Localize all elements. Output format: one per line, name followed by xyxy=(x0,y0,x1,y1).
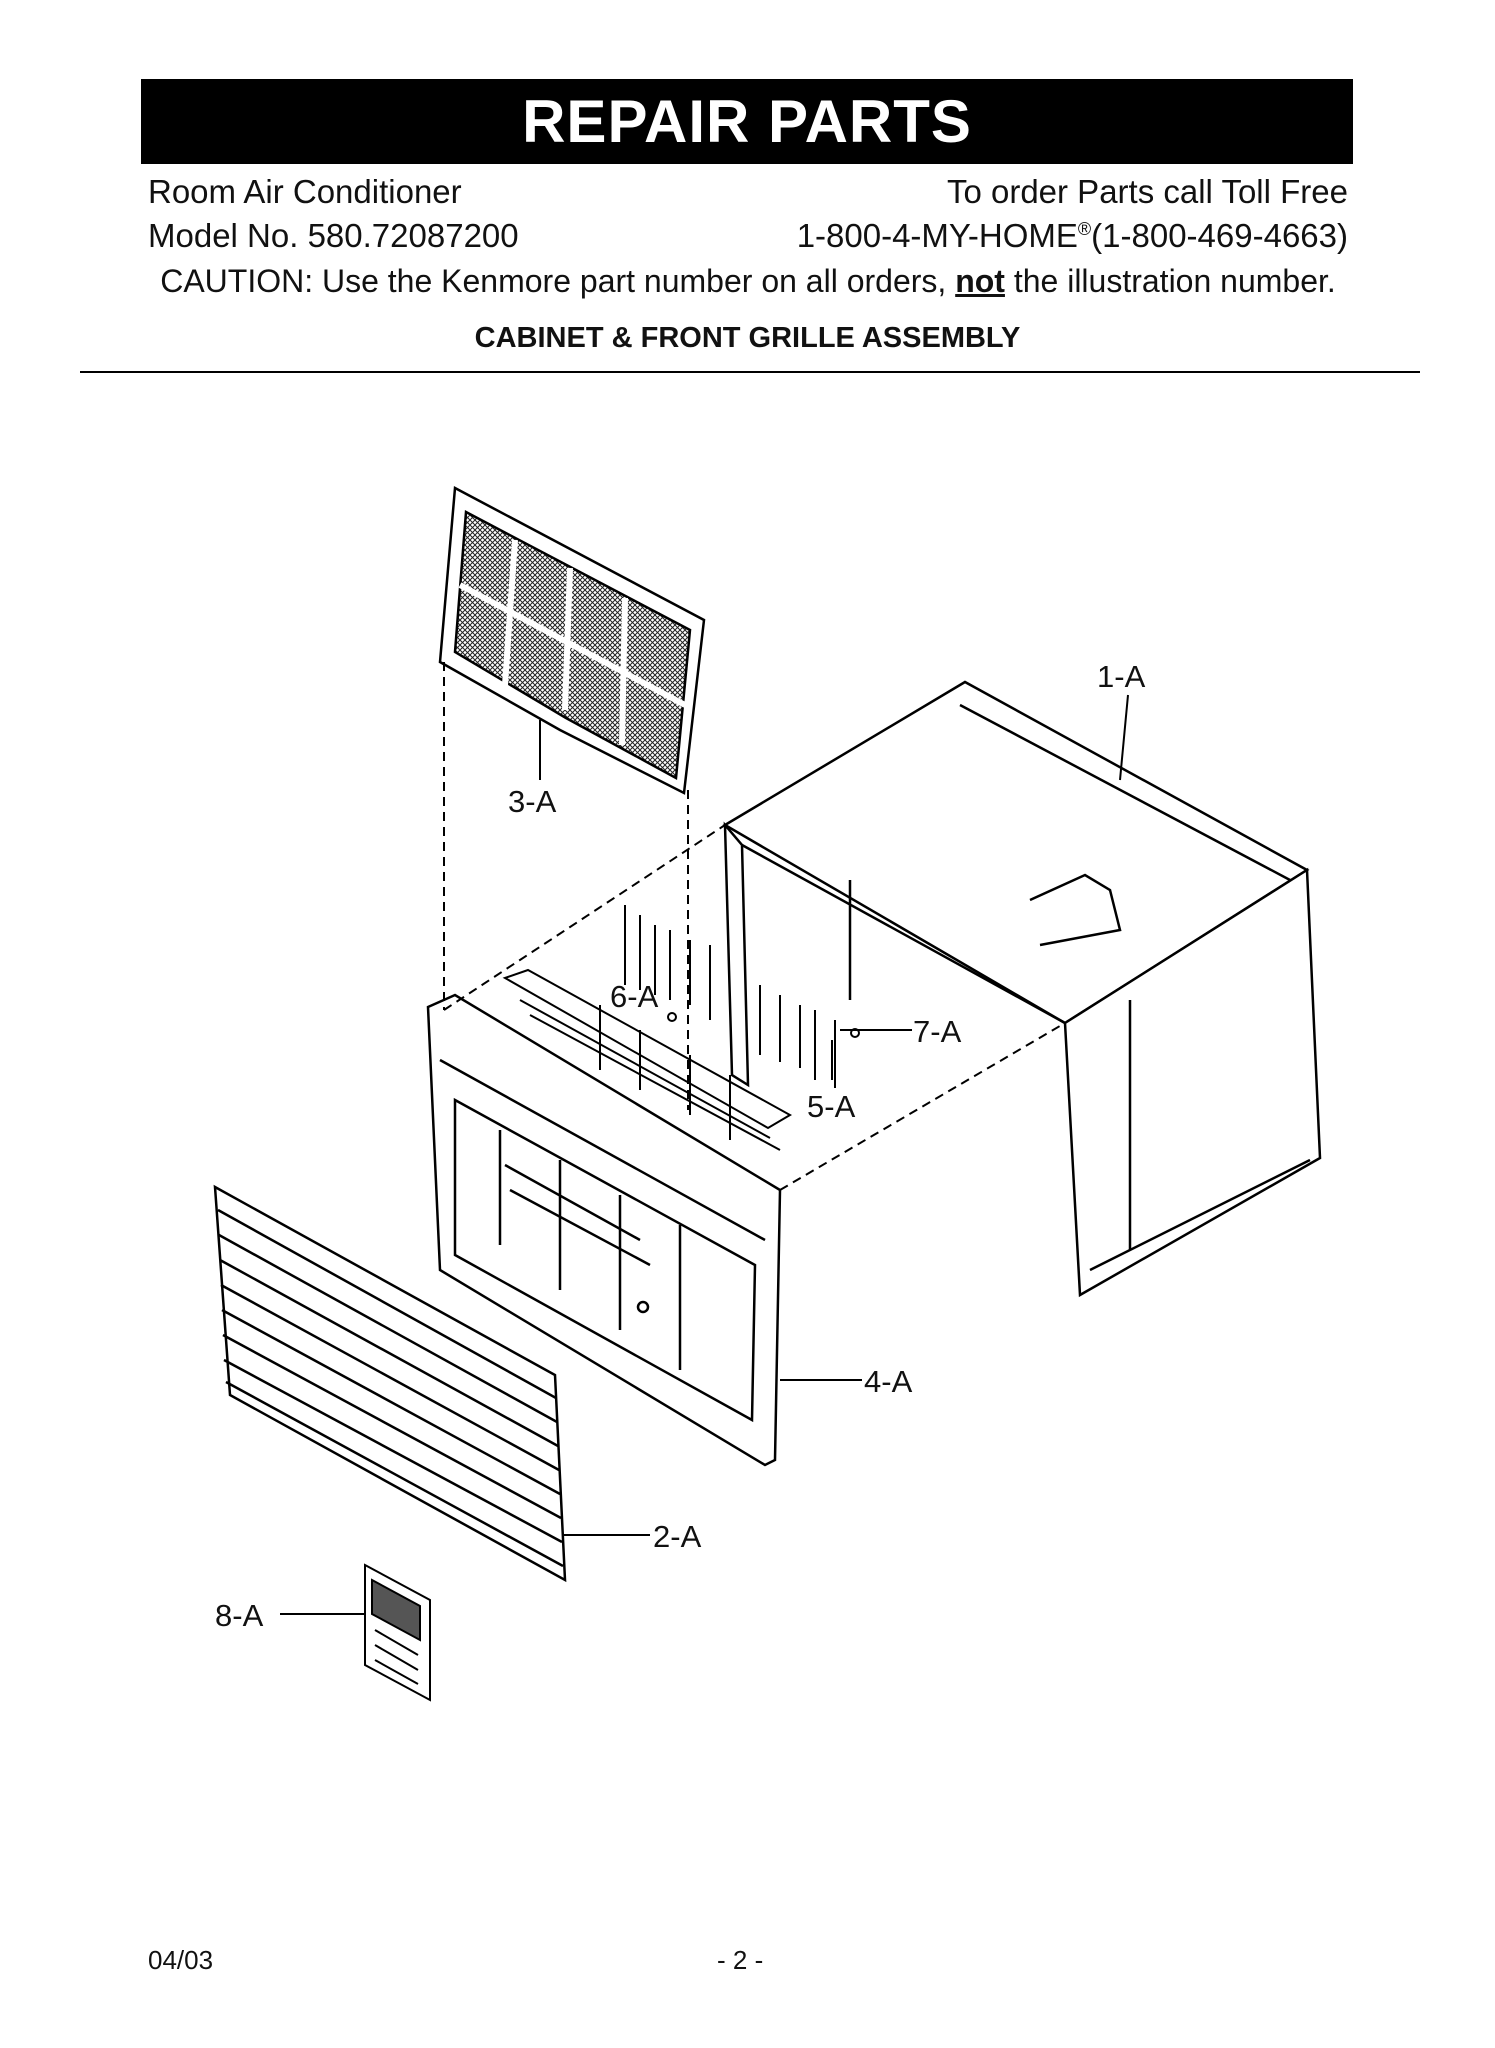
caution-text: CAUTION: Use the Kenmore part number on … xyxy=(148,263,1348,300)
cabinet xyxy=(722,680,1322,1298)
phone-prefix: 1-800-4-MY-HOME xyxy=(796,217,1078,254)
caution-emphasis: not xyxy=(955,263,1005,299)
product-name: Room Air Conditioner xyxy=(148,173,462,210)
phone-suffix: (1-800-469-4663) xyxy=(1091,217,1348,254)
caution-before: CAUTION: Use the Kenmore part number on … xyxy=(160,263,956,299)
callout-7a: 7-A xyxy=(913,1014,962,1049)
caution-after: the illustration number. xyxy=(1004,263,1336,299)
callout-4a: 4-A xyxy=(864,1364,913,1399)
callout-8a: 8-A xyxy=(215,1598,264,1633)
footer-date: 04/03 xyxy=(148,1945,214,1975)
callout-1a: 1-A xyxy=(1097,659,1146,694)
callout-2a: 2-A xyxy=(653,1519,702,1554)
air-filter xyxy=(438,486,706,795)
order-text: To order Parts call Toll Free xyxy=(946,173,1348,210)
model-number: Model No. 580.72087200 xyxy=(148,217,519,254)
page-banner-title: REPAIR PARTS xyxy=(141,79,1353,164)
front-panel xyxy=(426,993,782,1467)
front-grille xyxy=(213,1184,567,1583)
alignment-guides xyxy=(443,662,1066,1191)
callout-6a: 6-A xyxy=(610,979,659,1014)
callout-leaders xyxy=(280,694,1129,1615)
registered-mark: ® xyxy=(1077,219,1092,239)
divider xyxy=(80,371,1420,373)
mounting-brackets xyxy=(624,905,860,1088)
callout-5a: 5-A xyxy=(807,1089,856,1124)
footer-page-number: - 2 - xyxy=(717,1945,764,1975)
section-title: CABINET & FRONT GRILLE ASSEMBLY xyxy=(474,322,1021,354)
louver-assembly xyxy=(502,968,793,1151)
instruction-label-card xyxy=(364,1563,431,1702)
phone-number: 1-800-4-MY-HOME®(1-800-469-4663) xyxy=(797,217,1348,255)
callout-3a: 3-A xyxy=(508,784,557,819)
